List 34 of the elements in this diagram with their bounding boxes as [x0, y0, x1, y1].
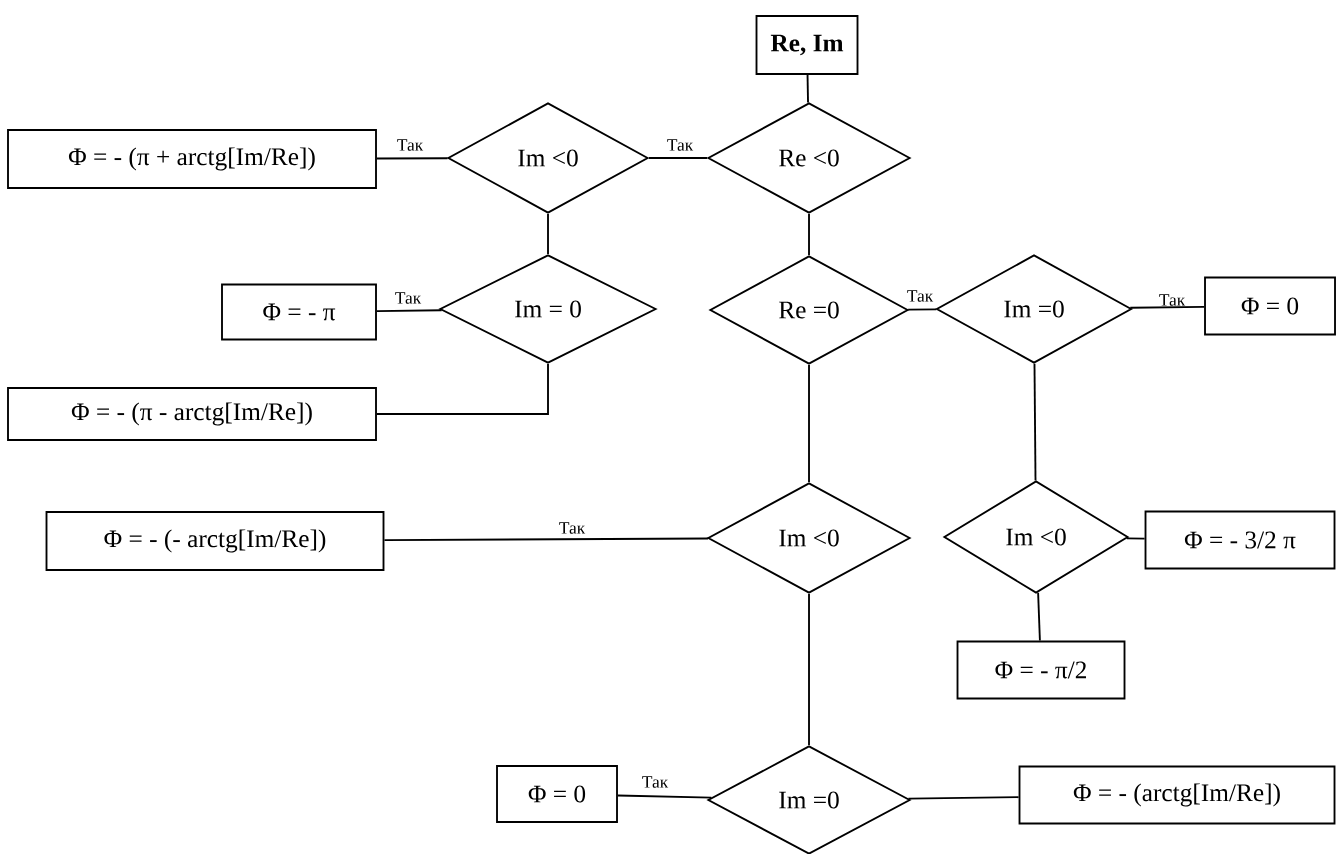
connector-line — [376, 157, 449, 160]
connector-line — [376, 309, 443, 312]
edge-label: Так — [1159, 294, 1186, 306]
connector-line — [376, 363, 549, 415]
edge-label: Так — [559, 522, 586, 534]
connector-line — [547, 213, 549, 255]
input-box: Re, Im — [755, 15, 859, 75]
connector-line — [806, 74, 809, 104]
result-box: Φ = 0 — [496, 765, 618, 823]
result-box: Φ = - (π - arctg[Im/Re]) — [7, 387, 377, 441]
result-box: Φ = - π/2 — [956, 640, 1126, 700]
connector-line — [808, 213, 810, 256]
result-box: Φ = - 3/2 π — [1144, 510, 1336, 570]
result-box: Φ = - (- arctg[Im/Re]) — [45, 511, 385, 571]
connector-line — [1125, 537, 1146, 540]
connector-line — [1129, 305, 1205, 309]
connector-line — [648, 157, 708, 159]
connector-line — [383, 537, 709, 542]
connector-line — [808, 364, 810, 483]
result-box: Φ = - (π + arctg[Im/Re]) — [7, 129, 377, 189]
connector-line — [907, 308, 938, 311]
edge-label: Так — [397, 139, 424, 151]
result-box: Φ = - (arctg[Im/Re]) — [1018, 765, 1336, 825]
edge-label: Так — [642, 776, 669, 788]
connector-line — [617, 794, 713, 799]
result-box: Φ = 0 — [1204, 276, 1336, 336]
result-box: Φ = - π — [221, 283, 377, 341]
connector-line — [1037, 591, 1041, 642]
connector-line — [907, 796, 1020, 800]
edge-label: Так — [907, 290, 934, 302]
edge-label: Так — [667, 139, 694, 151]
connector-line — [1033, 362, 1037, 482]
connector-line — [808, 593, 810, 746]
edge-label: Так — [395, 292, 422, 304]
